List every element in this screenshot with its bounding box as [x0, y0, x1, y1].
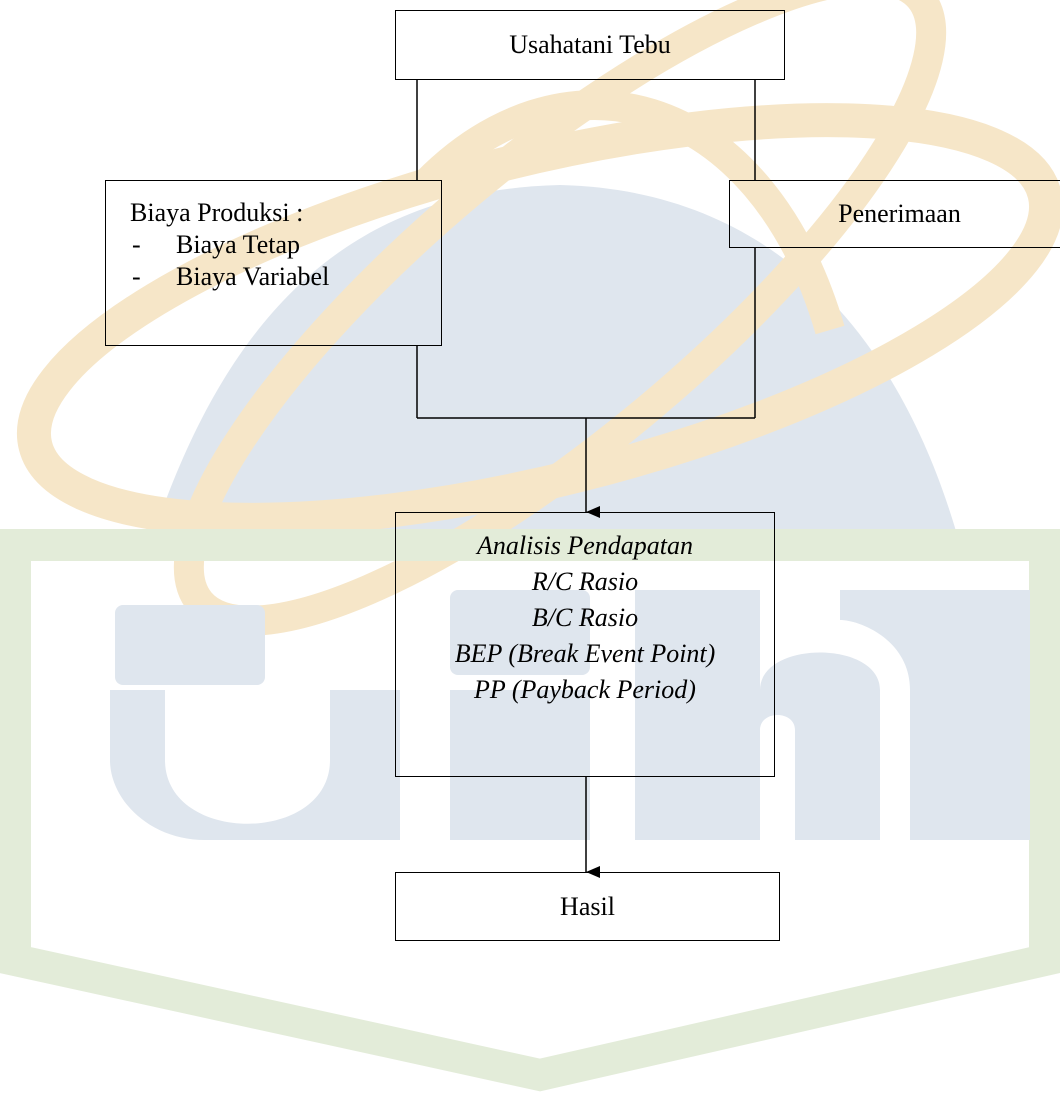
- cost-item: Biaya Tetap: [130, 229, 441, 261]
- node-analisis: Analisis Pendapatan R/C Rasio B/C Rasio …: [395, 512, 775, 777]
- node-usahatani-tebu: Usahatani Tebu: [395, 10, 785, 80]
- analysis-line: B/C Rasio: [531, 603, 639, 632]
- watermark-letters: [110, 590, 1030, 840]
- node-penerimaan: Penerimaan: [729, 180, 1060, 248]
- node-hasil-label: Hasil: [560, 891, 615, 921]
- analysis-line: R/C Rasio: [531, 567, 639, 596]
- watermark-orbit-right: [173, 0, 947, 636]
- cost-item-list: Biaya Tetap Biaya Variabel: [130, 229, 441, 293]
- node-usahatani-tebu-label: Usahatani Tebu: [509, 30, 671, 59]
- watermark-frame: [0, 529, 1060, 1092]
- analysis-line: Analisis Pendapatan: [477, 531, 693, 560]
- analysis-line: BEP (Break Event Point): [454, 639, 716, 668]
- cost-item: Biaya Variabel: [130, 261, 441, 293]
- analysis-line: PP (Payback Period): [474, 675, 696, 704]
- node-hasil: Hasil: [395, 872, 780, 941]
- node-penerimaan-label: Penerimaan: [838, 199, 961, 228]
- node-biaya-produksi: Biaya Produksi : Biaya Tetap Biaya Varia…: [105, 180, 442, 346]
- node-biaya-produksi-title: Biaya Produksi :: [130, 198, 304, 227]
- watermark-orbit-arc: [409, 90, 845, 335]
